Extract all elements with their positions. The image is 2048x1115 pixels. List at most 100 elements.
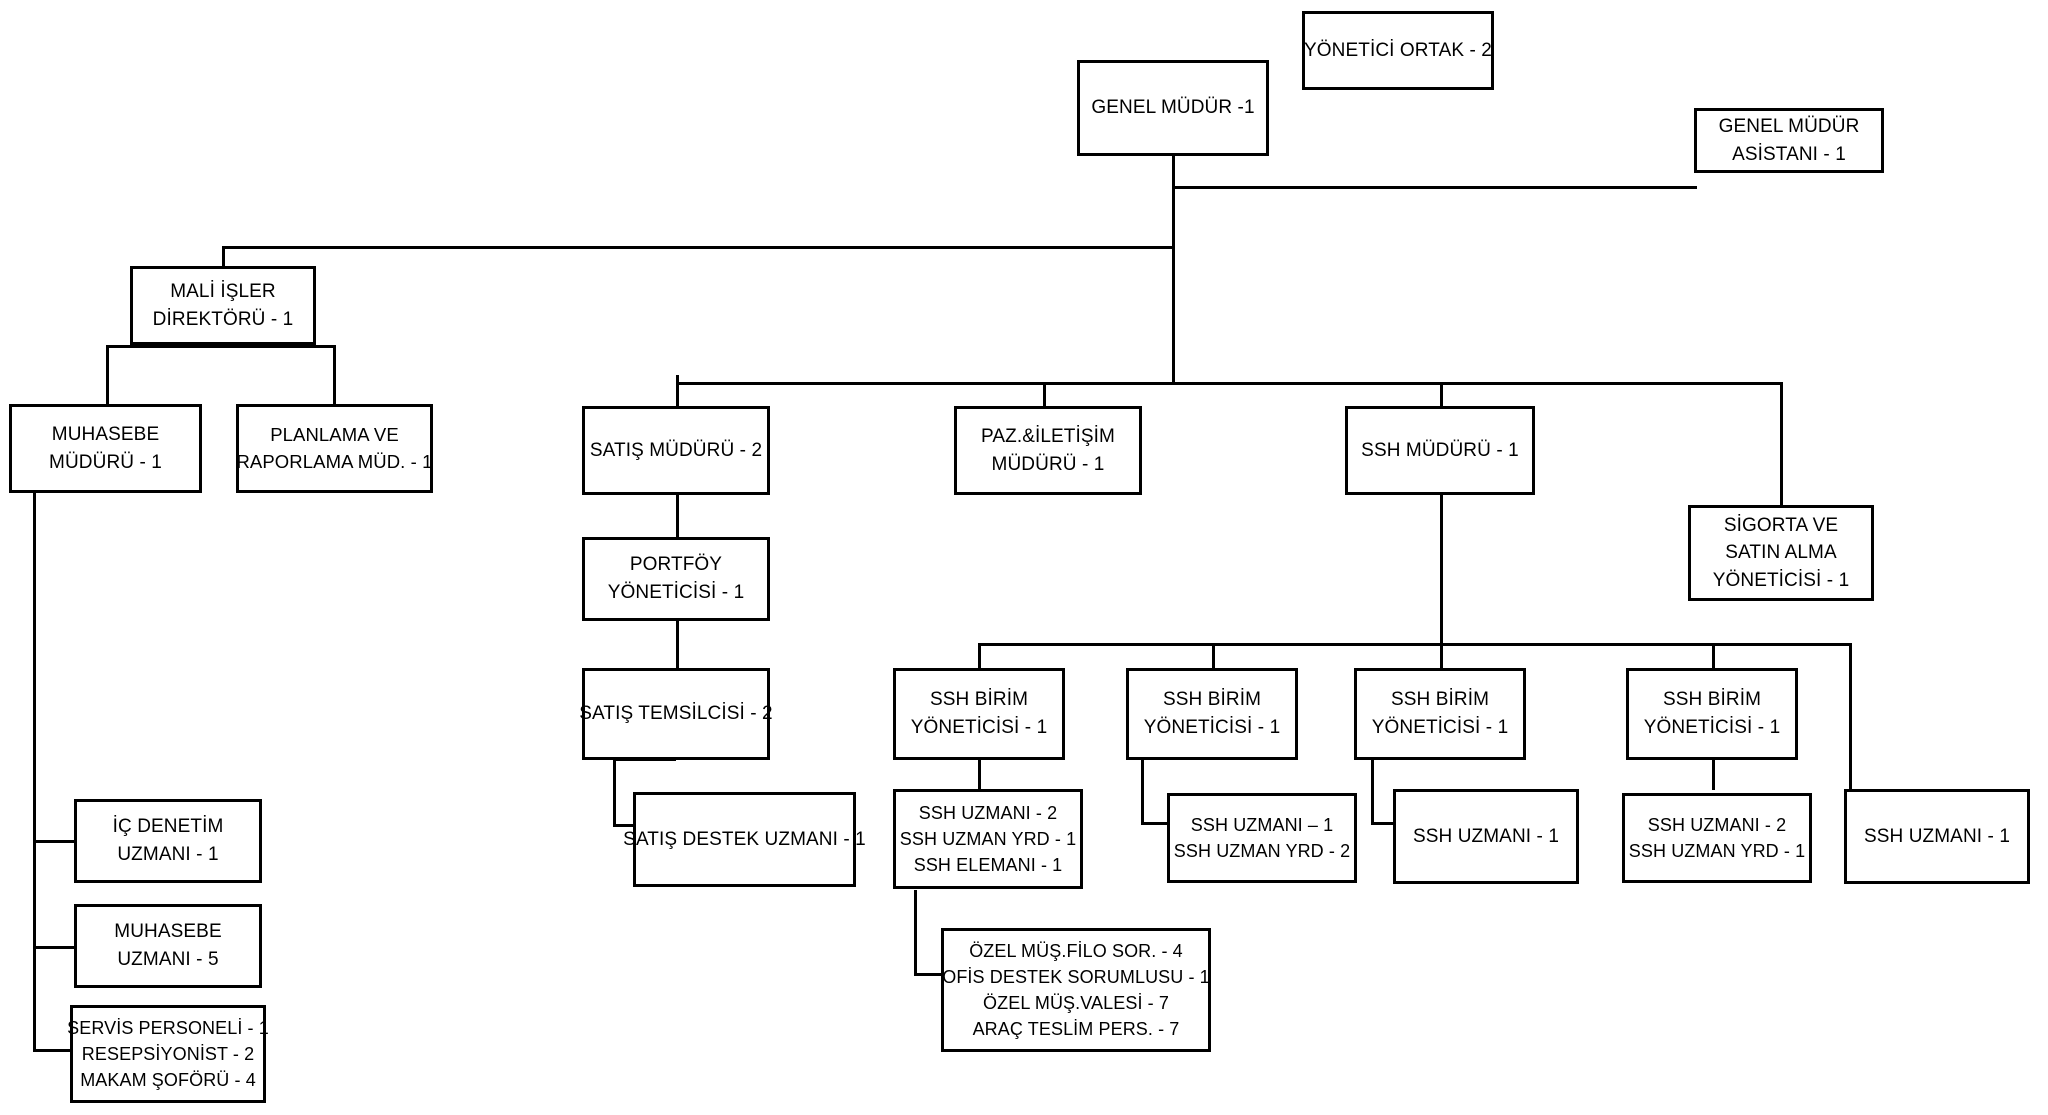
node-satis-temsilcisi[interactable]: SATIŞ TEMSİLCİSİ - 2	[579, 668, 773, 760]
node-ssh-birim-yoneticisi-1[interactable]: SSH BİRİM YÖNETİCİSİ - 1	[893, 668, 1065, 760]
node-yonetici-ortak[interactable]: YÖNETİCİ ORTAK - 2	[1302, 11, 1494, 90]
connector-planlama-drop	[333, 345, 336, 405]
node-mali-isler-line-1: DİREKTÖRÜ - 1	[152, 308, 294, 330]
node-satis-muduru[interactable]: SATIŞ MÜDÜRÜ - 2	[582, 406, 770, 495]
connector-grup1-ozelmus-v	[914, 890, 917, 976]
node-servis-personeli[interactable]: SERVİS PERSONELİ - 1 RESEPSİYONİST - 2 M…	[67, 1005, 269, 1103]
connector-main-bar	[676, 382, 1783, 385]
node-ssh-birim-2-line-1: YÖNETİCİSİ - 1	[1143, 717, 1281, 738]
node-sigorta-satin-alma-yoneticisi[interactable]: SİGORTA VE SATIN ALMA YÖNETİCİSİ - 1	[1688, 505, 1874, 601]
node-ssh-birim-yoneticisi-3[interactable]: SSH BİRİM YÖNETİCİSİ - 1	[1354, 668, 1526, 760]
node-ssh-grup-3-line-0: SSH UZMANI - 1	[1412, 825, 1560, 847]
node-ssh-birim-3-line-0: SSH BİRİM	[1390, 689, 1490, 711]
node-servis-personeli-line-1: RESEPSİYONİST - 2	[81, 1043, 255, 1064]
node-portfoy-line-0: PORTFÖY	[629, 554, 723, 576]
node-muhasebe-muduru-line-1: MÜDÜRÜ - 1	[49, 451, 162, 473]
connector-mali-isler-drop	[222, 246, 225, 268]
node-ozel-mus-line-2: ÖZEL MÜŞ.VALESİ - 7	[983, 993, 1169, 1013]
connector-gm-trunk	[1172, 155, 1175, 385]
node-ssh-uzmani-grup-2[interactable]: SSH UZMANI – 1 SSH UZMAN YRD - 2	[1167, 793, 1357, 883]
connector-sshbirim3-drop	[1440, 643, 1443, 670]
node-planlama-raporlama-mud[interactable]: PLANLAMA VE RAPORLAMA MÜD. - 1	[236, 404, 433, 493]
connector-muhasebe-mud-drop	[106, 345, 109, 405]
node-ic-denetim-line-1: UZMANI - 1	[117, 844, 219, 865]
node-ozel-mus-line-3: ARAÇ TESLİM PERS. - 7	[972, 1019, 1180, 1040]
node-paz-iletisim-muduru[interactable]: PAZ.&İLETİŞİM MÜDÜRÜ - 1	[954, 406, 1142, 495]
node-genel-mudur[interactable]: GENEL MÜDÜR -1	[1077, 60, 1269, 156]
connector-satismud-to-portfoy	[676, 375, 679, 410]
connector-sshbirim2-drop	[1212, 643, 1215, 670]
node-genel-mudur-asistani-line-1: ASİSTANI - 1	[1732, 143, 1846, 165]
node-muhasebe-uzmani[interactable]: MUHASEBE UZMANI - 5	[74, 904, 262, 988]
node-muhasebe-uzmani-line-0: MUHASEBE	[114, 921, 222, 943]
node-ssh-birim-1-line-0: SSH BİRİM	[929, 689, 1029, 711]
node-sigorta-line-0: SİGORTA VE	[1723, 514, 1839, 536]
node-ssh-grup-2-line-1: SSH UZMAN YRD - 2	[1173, 841, 1351, 861]
node-ssh-uzmani-grup-4[interactable]: SSH UZMANI - 2 SSH UZMAN YRD - 1	[1622, 793, 1812, 883]
node-portfoy-line-1: YÖNETİCİSİ - 1	[607, 582, 745, 603]
connector-gm-mali-isler	[222, 246, 1175, 249]
node-ssh-birim-yoneticisi-2[interactable]: SSH BİRİM YÖNETİCİSİ - 1	[1126, 668, 1298, 760]
connector-sshbirim2-elbow-h	[1141, 822, 1191, 825]
node-satis-temsilcisi-line-0: SATIŞ TEMSİLCİSİ - 2	[579, 703, 773, 725]
connector-sshuzman5-drop	[1849, 643, 1852, 790]
node-mali-isler-direktoru[interactable]: MALİ İŞLER DİREKTÖRÜ - 1	[130, 266, 316, 345]
connector-temsilci-down	[613, 758, 616, 826]
node-ssh-birim-1-line-1: YÖNETİCİSİ - 1	[910, 717, 1048, 738]
node-ssh-muduru[interactable]: SSH MÜDÜRÜ - 1	[1345, 406, 1535, 495]
node-ssh-birim-3-line-1: YÖNETİCİSİ - 1	[1371, 717, 1509, 738]
node-servis-personeli-line-0: SERVİS PERSONELİ - 1	[67, 1017, 269, 1038]
node-genel-mudur-asistani[interactable]: GENEL MÜDÜR ASİSTANI - 1	[1694, 108, 1884, 173]
connector-ic-denetim	[33, 840, 78, 843]
node-muhasebe-muduru-line-0: MUHASEBE	[51, 423, 160, 445]
node-satis-destek-uzmani[interactable]: SATIŞ DESTEK UZMANI - 1	[623, 792, 866, 887]
node-servis-personeli-line-2: MAKAM ŞOFÖRÜ - 4	[80, 1070, 256, 1091]
node-ssh-grup-2-line-0: SSH UZMANI – 1	[1190, 814, 1334, 835]
node-mali-isler-line-0: MALİ İŞLER	[170, 280, 276, 302]
node-ssh-uzmani-grup-1[interactable]: SSH UZMANI - 2 SSH UZMAN YRD - 1 SSH ELE…	[893, 789, 1083, 889]
node-sigorta-line-2: YÖNETİCİSİ - 1	[1712, 569, 1850, 591]
node-ssh-grup-5-line-0: SSH UZMANI - 1	[1863, 825, 2011, 847]
node-muhasebe-uzmani-line-1: UZMANI - 5	[117, 949, 219, 970]
connector-sshbirim2-elbow-v	[1141, 760, 1144, 825]
node-genel-mudur-asistani-line-0: GENEL MÜDÜR	[1718, 115, 1860, 137]
connector-grup1-ozelmus-h	[914, 973, 944, 976]
node-ssh-grup-1-line-1: SSH UZMAN YRD - 1	[899, 828, 1077, 849]
node-ssh-birim-yoneticisi-4[interactable]: SSH BİRİM YÖNETİCİSİ - 1	[1626, 668, 1798, 760]
node-ssh-birim-4-line-0: SSH BİRİM	[1662, 689, 1762, 711]
connector-sigorta-drop	[1780, 382, 1783, 506]
node-ssh-grup-4-line-1: SSH UZMAN YRD - 1	[1628, 841, 1806, 861]
node-ic-denetim-line-0: İÇ DENETİM	[112, 816, 224, 838]
node-paz-iletisim-line-0: PAZ.&İLETİŞİM	[981, 425, 1115, 447]
connector-muhasebe-spine	[33, 492, 36, 1052]
connector-paz-drop	[1043, 382, 1046, 406]
connector-portfoy-temsilci	[676, 618, 679, 670]
node-ozel-mus-detay[interactable]: ÖZEL MÜŞ.FİLO SOR. - 4 OFİS DESTEK SORUM…	[941, 928, 1211, 1052]
node-ssh-grup-4-line-0: SSH UZMANI - 2	[1647, 814, 1787, 835]
connector-ssh-bar	[978, 643, 1851, 646]
node-ozel-mus-line-0: ÖZEL MÜŞ.FİLO SOR. - 4	[969, 940, 1183, 961]
node-ic-denetim-uzmani[interactable]: İÇ DENETİM UZMANI - 1	[74, 799, 262, 883]
node-genel-mudur-line-0: GENEL MÜDÜR -1	[1091, 97, 1255, 119]
connector-satis-mud-portfoy-v	[676, 493, 679, 543]
connector-sshbirim4-drop	[1712, 643, 1715, 670]
node-planlama-line-0: PLANLAMA VE	[270, 423, 399, 445]
node-muhasebe-muduru[interactable]: MUHASEBE MÜDÜRÜ - 1	[9, 404, 202, 493]
connector-sshbirim4-grup4	[1712, 760, 1715, 790]
connector-sshmud-down	[1440, 493, 1443, 643]
node-portfoy-yoneticisi[interactable]: PORTFÖY YÖNETİCİSİ - 1	[582, 537, 770, 621]
node-ssh-uzmani-grup-5[interactable]: SSH UZMANI - 1	[1844, 789, 2030, 884]
connector-sshmud-drop	[1440, 382, 1443, 406]
node-ozel-mus-line-1: OFİS DESTEK SORUMLUSU - 1	[942, 966, 1210, 987]
node-ssh-birim-4-line-1: YÖNETİCİSİ - 1	[1643, 717, 1781, 738]
connector-mali-isler-split	[106, 345, 336, 348]
node-ssh-uzmani-grup-3[interactable]: SSH UZMANI - 1	[1393, 789, 1579, 884]
node-ssh-birim-2-line-0: SSH BİRİM	[1162, 689, 1262, 711]
node-paz-iletisim-line-1: MÜDÜRÜ - 1	[991, 453, 1105, 475]
node-satis-destek-line-0: SATIŞ DESTEK UZMANI - 1	[623, 828, 866, 850]
connector-sshbirim1-drop	[978, 643, 981, 670]
node-ssh-muduru-line-0: SSH MÜDÜRÜ - 1	[1361, 439, 1519, 461]
connector-servis-personeli	[33, 1049, 73, 1052]
connector-sshbirim1-grup1	[978, 760, 981, 790]
